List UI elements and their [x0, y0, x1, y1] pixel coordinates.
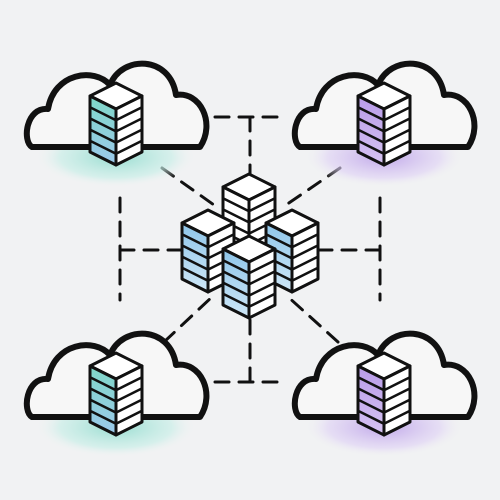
- connector-bl-hub: [162, 293, 216, 344]
- connector-right-fork: [312, 196, 382, 302]
- central-server-cluster: [180, 172, 320, 320]
- cloud-node-top-left: [23, 60, 210, 187]
- server-stack-icon: [88, 351, 144, 437]
- server-stack-icon: [221, 234, 277, 320]
- connector-left-fork: [118, 196, 188, 302]
- server-stack-icon: [356, 81, 412, 167]
- cloud-nodes: [23, 60, 478, 457]
- server-stack-icon: [88, 81, 144, 167]
- connector-bottom-fork: [213, 313, 287, 384]
- cloud-node-bottom-right: [291, 330, 478, 457]
- cloud-node-bottom-left: [23, 330, 210, 457]
- cloud-node-top-right: [291, 60, 478, 187]
- connector-br-hub: [284, 293, 340, 344]
- server-stack-icon: [356, 351, 412, 437]
